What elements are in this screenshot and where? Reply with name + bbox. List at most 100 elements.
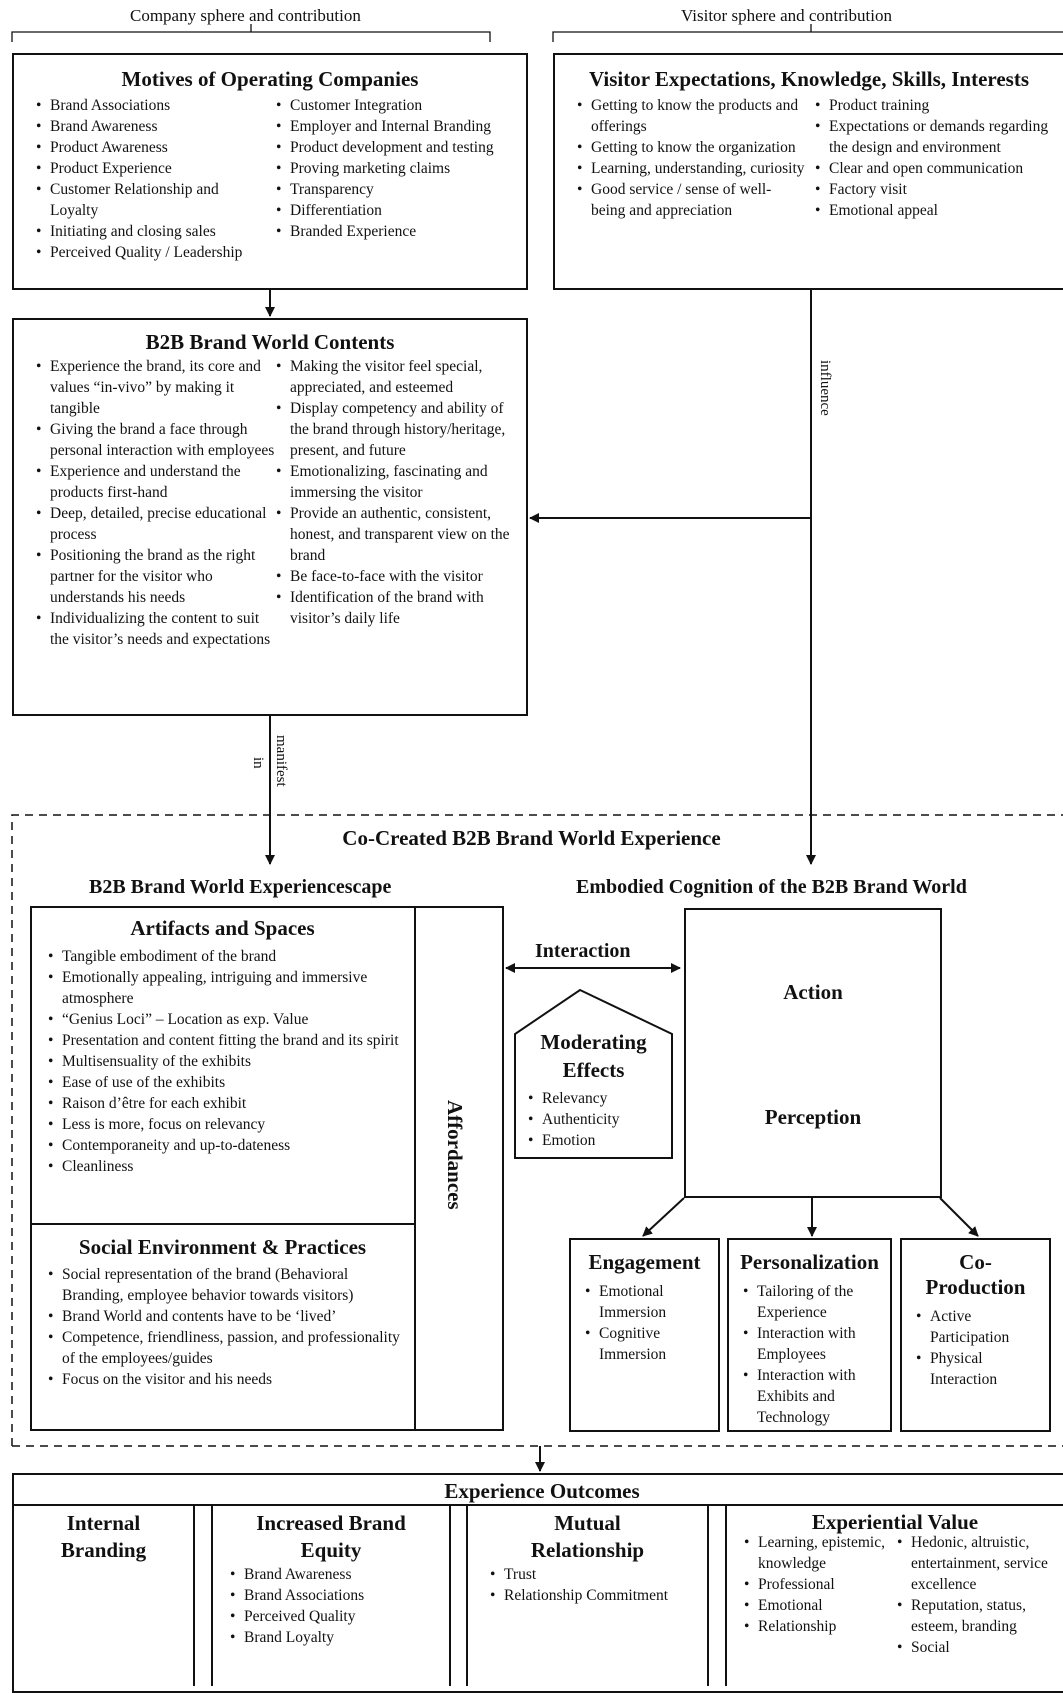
list-item: Brand World and contents have to be ‘liv… [44, 1306, 404, 1327]
contents-right-list: Making the visitor feel special, appreci… [272, 356, 522, 629]
list-item: Be face-to-face with the visitor [272, 566, 522, 587]
coproduction-list: Active ParticipationPhysical Interaction [912, 1306, 1049, 1390]
brand-equity-line-1: Increased Brand [256, 1511, 406, 1535]
list-item: Brand Associations [226, 1585, 446, 1606]
visitor-title: Visitor Expectations, Knowledge, Skills,… [588, 67, 1030, 91]
motives-box: Motives of Operating Companies Brand Ass… [12, 53, 528, 290]
list-item: Perceived Quality / Leadership [32, 242, 262, 263]
list-item: Less is more, focus on relevancy [44, 1114, 404, 1135]
list-item: Interaction with Employees [739, 1323, 890, 1365]
brand-world-contents-box: B2B Brand World Contents Experience the … [12, 318, 528, 716]
list-item: Active Participation [912, 1306, 1049, 1348]
list-item: Emotionalizing, fascinating and immersin… [272, 461, 522, 503]
list-item: Customer Relationship and Loyalty [32, 179, 262, 221]
list-item: Emotional [740, 1595, 890, 1616]
list-item: Getting to know the products and offerin… [573, 95, 805, 137]
list-item: Making the visitor feel special, appreci… [272, 356, 522, 398]
list-item: Competence, friendliness, passion, and p… [44, 1327, 404, 1369]
outcomes-title-divider [12, 1504, 1063, 1506]
mutual-relationship-line-1: Mutual [554, 1511, 621, 1535]
list-item: Brand Associations [32, 95, 262, 116]
internal-branding-line-2: Branding [60, 1538, 147, 1562]
affordances-divider [414, 906, 416, 1431]
artifacts-list: Tangible embodiment of the brandEmotiona… [44, 946, 404, 1177]
list-item: Cognitive Immersion [581, 1323, 718, 1365]
internal-branding-line-1: Internal [66, 1511, 141, 1535]
outcomes-divider [466, 1506, 468, 1686]
list-item: Provide an authentic, consistent, honest… [272, 503, 522, 566]
list-item: Giving the brand a face through personal… [32, 419, 282, 461]
brand-equity-line-2: Equity [300, 1538, 362, 1562]
list-item: Social [893, 1637, 1063, 1658]
list-item: Positioning the brand as the right partn… [32, 545, 282, 608]
list-item: Transparency [272, 179, 512, 200]
list-item: Product Experience [32, 158, 262, 179]
list-item: “Genius Loci” – Location as exp. Value [44, 1009, 404, 1030]
relationship-list: TrustRelationship Commitment [486, 1564, 686, 1606]
list-item: Product training [811, 95, 1051, 116]
personalization-title: Personalization [740, 1250, 879, 1274]
list-item: Differentiation [272, 200, 512, 221]
list-item: Emotional appeal [811, 200, 1051, 221]
list-item: Brand Awareness [32, 116, 262, 137]
engagement-box: Engagement Emotional ImmersionCognitive … [569, 1238, 720, 1432]
visitor-left-list: Getting to know the products and offerin… [573, 95, 805, 221]
list-item: Good service / sense of well-being and a… [573, 179, 805, 221]
experiential-value-title: Experiential Value [811, 1510, 979, 1534]
outcomes-divider [449, 1506, 451, 1686]
engagement-list: Emotional ImmersionCognitive Immersion [581, 1281, 718, 1365]
list-item: Display competency and ability of the br… [272, 398, 522, 461]
list-item: Individualizing the content to suit the … [32, 608, 282, 650]
list-item: Contemporaneity and up-to-dateness [44, 1135, 404, 1156]
social-title: Social Environment & Practices [78, 1235, 367, 1259]
embodied-cognition-box: Action Perception [684, 908, 942, 1198]
in-label: in [250, 757, 266, 769]
list-item: Tangible embodiment of the brand [44, 946, 404, 967]
list-item: Customer Integration [272, 95, 512, 116]
list-item: Interaction with Exhibits and Technology [739, 1365, 890, 1428]
list-item: Product Awareness [32, 137, 262, 158]
visitor-right-list: Product trainingExpectations or demands … [811, 95, 1051, 221]
action-label: Action [783, 980, 843, 1004]
embodied-title: Embodied Cognition of the B2B Brand Worl… [576, 876, 967, 898]
list-item: Authenticity [524, 1109, 672, 1130]
cocreated-title: Co-Created B2B Brand World Experience [342, 826, 721, 850]
contents-left-list: Experience the brand, its core and value… [32, 356, 282, 650]
list-item: Product development and testing [272, 137, 512, 158]
outcomes-divider [707, 1506, 709, 1686]
artifacts-social-divider [30, 1223, 415, 1225]
list-item: Emotion [524, 1130, 672, 1151]
list-item: Identification of the brand with visitor… [272, 587, 522, 629]
list-item: Relationship Commitment [486, 1585, 686, 1606]
affordances-label: Affordances [443, 1100, 467, 1210]
outcomes-divider [211, 1506, 213, 1686]
list-item: Social representation of the brand (Beha… [44, 1264, 404, 1306]
list-item: Physical Interaction [912, 1348, 1049, 1390]
list-item: Hedonic, altruistic, entertainment, serv… [893, 1532, 1063, 1595]
internal-branding-title: Internal Branding [14, 1510, 193, 1564]
list-item: Relationship [740, 1616, 890, 1637]
list-item: Expectations or demands regarding the de… [811, 116, 1051, 158]
manifest-label: manifest [273, 735, 289, 787]
list-item: Getting to know the organization [573, 137, 805, 158]
mutual-relationship-line-2: Relationship [530, 1538, 645, 1562]
list-item: Multisensuality of the exhibits [44, 1051, 404, 1072]
artifacts-title: Artifacts and Spaces [130, 916, 315, 940]
perception-label: Perception [764, 1105, 862, 1129]
list-item: Clear and open communication [811, 158, 1051, 179]
motives-title: Motives of Operating Companies [121, 67, 419, 91]
mutual-relationship-title: Mutual Relationship [468, 1510, 707, 1564]
outcomes-divider [725, 1506, 727, 1686]
list-item: Learning, epistemic, knowledge [740, 1532, 890, 1574]
list-item: Relevancy [524, 1088, 672, 1109]
social-list: Social representation of the brand (Beha… [44, 1264, 404, 1390]
contents-title: B2B Brand World Contents [145, 330, 395, 354]
coproduction-title-2: Production [925, 1275, 1026, 1299]
list-item: Reputation, status, esteem, branding [893, 1595, 1063, 1637]
list-item: Experience the brand, its core and value… [32, 356, 282, 419]
experiential-right-list: Hedonic, altruistic, entertainment, serv… [893, 1532, 1063, 1658]
motives-left-list: Brand AssociationsBrand AwarenessProduct… [32, 95, 262, 263]
moderating-list: RelevancyAuthenticityEmotion [524, 1088, 672, 1151]
list-item: Perceived Quality [226, 1606, 446, 1627]
experiential-left-list: Learning, epistemic, knowledgeProfession… [740, 1532, 890, 1637]
